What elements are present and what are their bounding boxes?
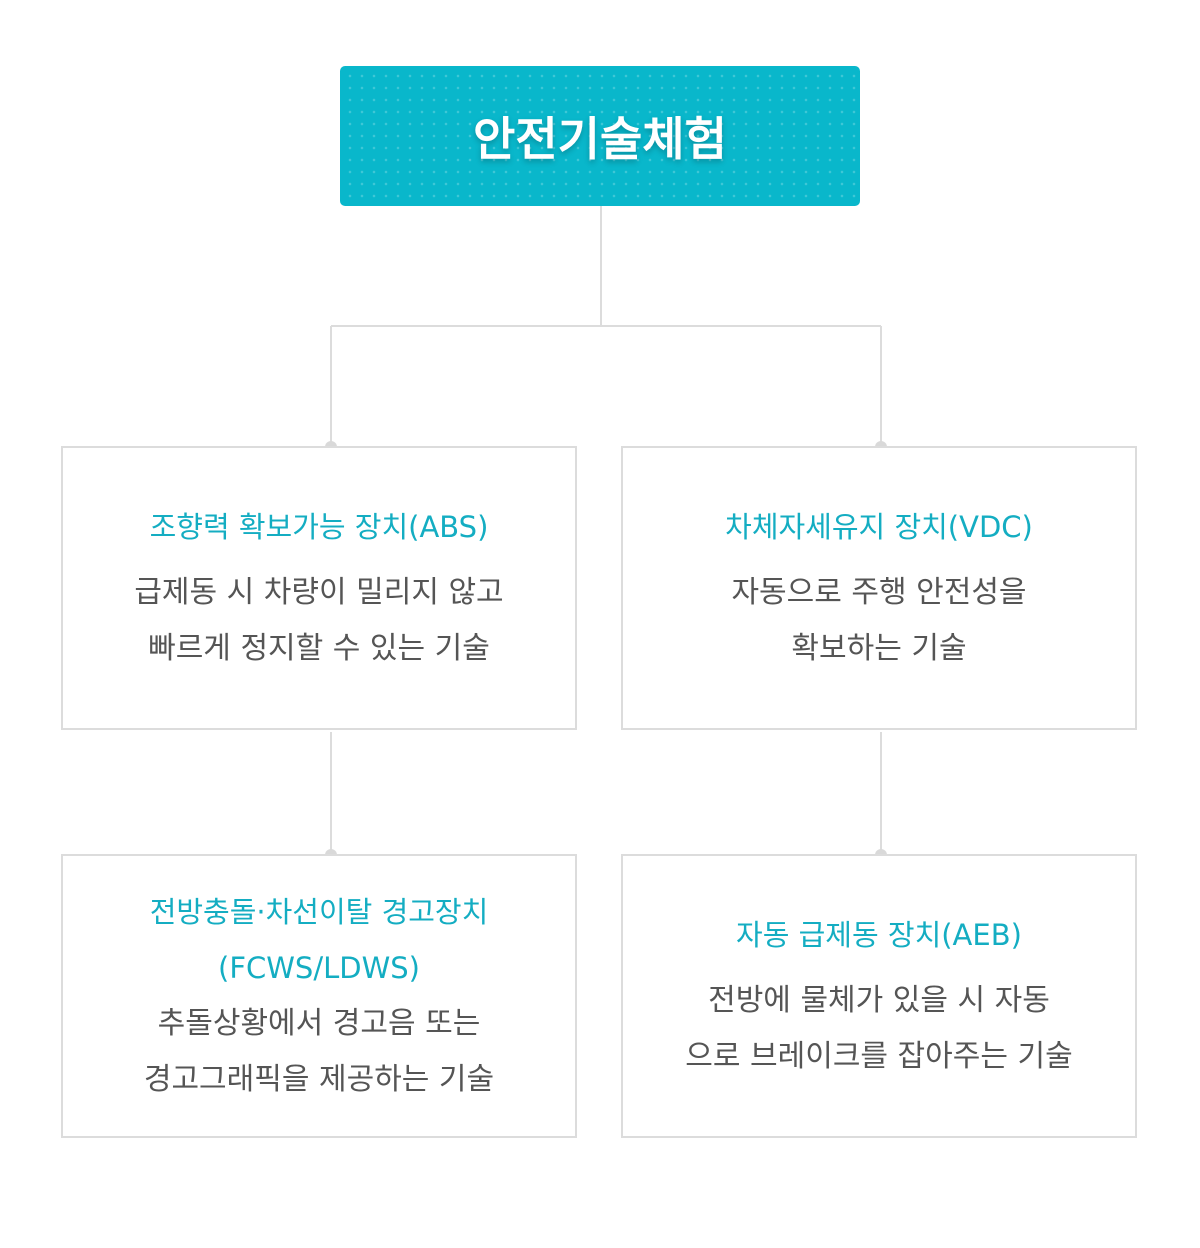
node-description: 자동으로 주행 안전성을 확보하는 기술 — [731, 565, 1026, 677]
root-node: 안전기술체험 — [340, 66, 860, 206]
node-description: 추돌상황에서 경고음 또는 경고그래픽을 제공하는 기술 — [144, 996, 494, 1108]
node-title: 자동 급제동 장치(AEB) — [736, 918, 1022, 952]
root-title: 안전기술체험 — [473, 112, 727, 166]
title-line: (FCWS/LDWS) — [218, 951, 420, 985]
node-vdc: 차체자세유지 장치(VDC) 자동으로 주행 안전성을 확보하는 기술 — [621, 446, 1137, 730]
description-line: 확보하는 기술 — [791, 631, 967, 666]
description-line: 빠르게 정지할 수 있는 기술 — [148, 631, 490, 666]
node-title: 조향력 확보가능 장치(ABS) — [149, 510, 489, 544]
node-description: 급제동 시 차량이 밀리지 않고 빠르게 정지할 수 있는 기술 — [134, 565, 503, 677]
node-abs: 조향력 확보가능 장치(ABS) 급제동 시 차량이 밀리지 않고 빠르게 정지… — [61, 446, 577, 730]
node-fcws-ldws: 전방충돌·차선이탈 경고장치 (FCWS/LDWS) 추돌상황에서 경고음 또는… — [61, 854, 577, 1138]
description-line: 전방에 물체가 있을 시 자동 — [708, 983, 1050, 1018]
title-line: 전방충돌·차선이탈 경고장치 — [149, 895, 489, 929]
description-line: 자동으로 주행 안전성을 — [731, 575, 1027, 610]
node-aeb: 자동 급제동 장치(AEB) 전방에 물체가 있을 시 자동 으로 브레이크를 … — [621, 854, 1137, 1138]
description-line: 으로 브레이크를 잡아주는 기술 — [685, 1039, 1073, 1074]
description-line: 급제동 시 차량이 밀리지 않고 — [134, 575, 504, 610]
node-title: 전방충돌·차선이탈 경고장치 (FCWS/LDWS) — [150, 884, 489, 996]
node-title: 차체자세유지 장치(VDC) — [725, 510, 1033, 544]
node-description: 전방에 물체가 있을 시 자동 으로 브레이크를 잡아주는 기술 — [685, 973, 1072, 1085]
description-line: 경고그래픽을 제공하는 기술 — [143, 1062, 495, 1097]
description-line: 추돌상황에서 경고음 또는 — [157, 1006, 481, 1041]
